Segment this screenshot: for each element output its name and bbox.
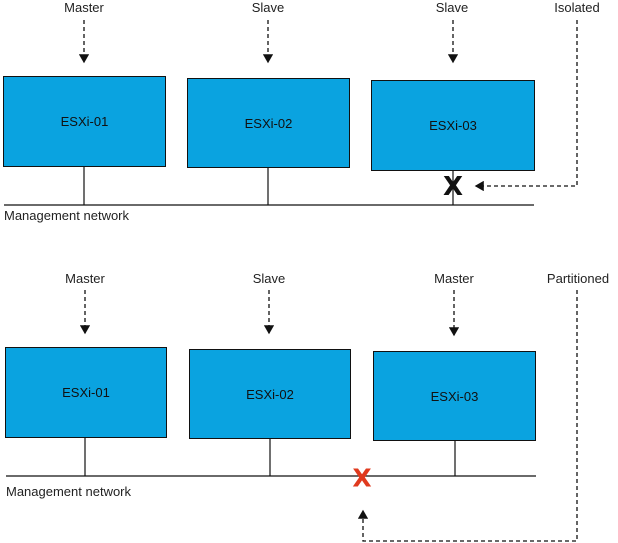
host-label: ESXi-01 [62, 385, 110, 400]
isolation-failure-mark: X [442, 172, 464, 202]
host-label: ESXi-03 [429, 118, 477, 133]
partitioned-arrow [357, 290, 578, 542]
isolated-label: Isolated [554, 0, 600, 15]
host-label: ESXi-02 [246, 386, 294, 402]
host-esxi-02: ESXi-02 [187, 78, 350, 168]
partitioned-label: Partitioned [546, 271, 610, 286]
host-esxi-02: ESXi-02 [189, 349, 351, 439]
role-label-esxi-02: Slave [252, 271, 286, 286]
role-label-esxi-01: Master [65, 271, 105, 286]
host-label: ESXi-03 [430, 388, 479, 404]
partition-failure-mark: X [352, 463, 372, 493]
host-esxi-03: ESXi-03 [371, 80, 535, 171]
network-label: Management network [4, 208, 130, 223]
network-label: Management network [6, 484, 132, 499]
host-label: ESXi-01 [60, 114, 109, 129]
host-esxi-01: ESXi-01 [3, 76, 166, 167]
role-label-esxi-03: Slave [435, 0, 469, 15]
host-label: ESXi-02 [244, 115, 293, 131]
role-label-esxi-03: Master [434, 271, 474, 286]
host-esxi-01: ESXi-01 [5, 347, 167, 438]
role-label-esxi-02: Slave [251, 0, 285, 15]
isolated-arrow [474, 20, 578, 192]
role-label-esxi-01: Master [64, 0, 104, 15]
host-esxi-03: ESXi-03 [373, 351, 536, 441]
